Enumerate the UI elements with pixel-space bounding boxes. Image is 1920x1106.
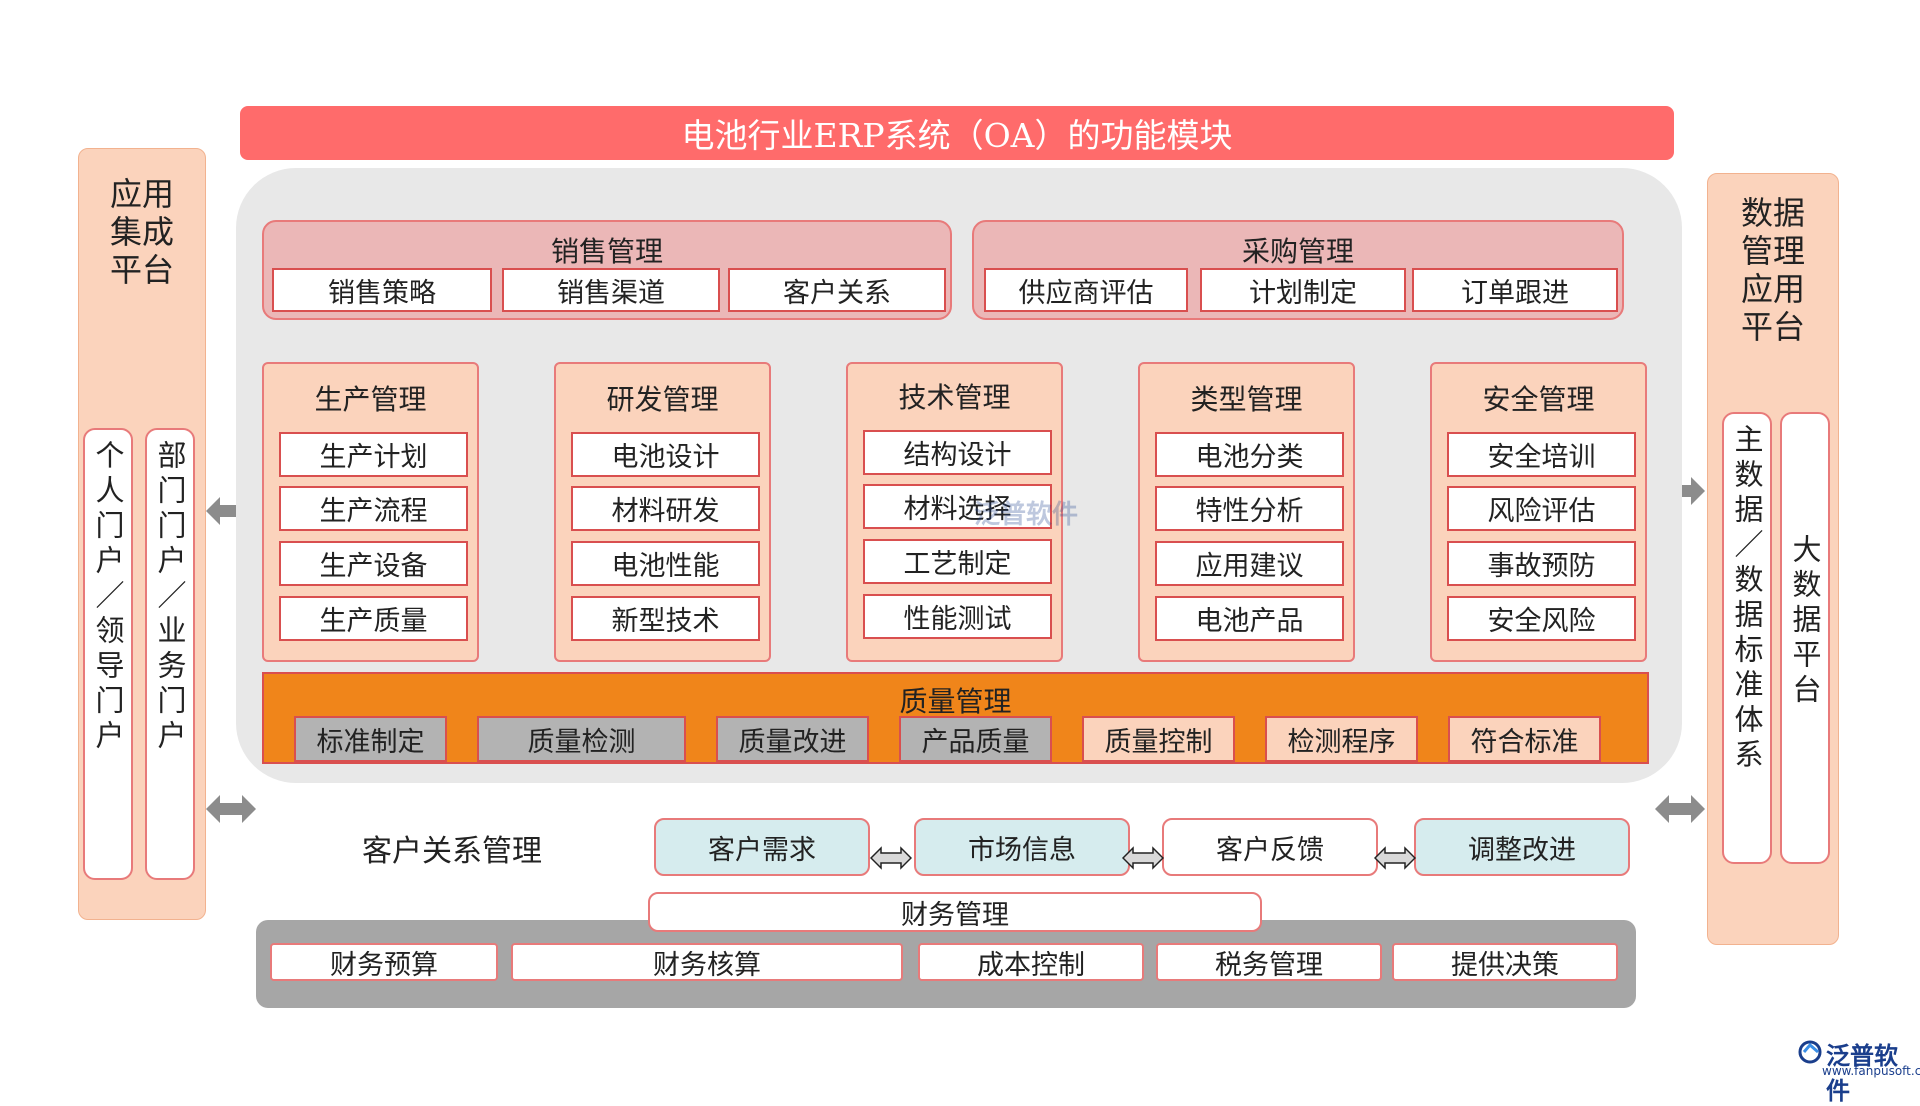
double-arrow-icon [1122, 846, 1164, 870]
sales-item[interactable]: 销售策略 [272, 268, 492, 312]
module-item[interactable]: 安全培训 [1447, 432, 1636, 477]
module-item[interactable]: 材料选择 [863, 484, 1052, 529]
module-item[interactable]: 材料研发 [571, 486, 760, 531]
fanpu-logo-icon [1798, 1040, 1822, 1064]
double-arrow-icon [1374, 846, 1416, 870]
department-portal-box[interactable]: 部门门户／业务门户 [145, 428, 195, 880]
module-item[interactable]: 风险评估 [1447, 486, 1636, 531]
module-item[interactable]: 电池设计 [571, 432, 760, 477]
module-item[interactable]: 电池产品 [1155, 596, 1344, 641]
platform-label: 大数据平台 [1788, 534, 1822, 709]
panel-title-line: 平台 [1740, 308, 1805, 346]
double-arrow-icon [870, 846, 912, 870]
module-title: 类型管理 [1190, 383, 1303, 416]
finance-item[interactable]: 成本控制 [918, 943, 1144, 981]
page-title: 电池行业ERP系统（OA）的功能模块 [240, 106, 1674, 160]
module-item[interactable]: 新型技术 [571, 596, 760, 641]
crm-item[interactable]: 调整改进 [1414, 818, 1630, 876]
center-watermark: 泛普软件 [974, 500, 1079, 530]
quality-item[interactable]: 质量检测 [477, 716, 686, 762]
panel-title-line: 管理 [1740, 232, 1805, 270]
crm-item[interactable]: 客户需求 [654, 818, 870, 876]
double-arrow-icon [206, 795, 256, 823]
crm-item[interactable]: 客户反馈 [1162, 818, 1378, 876]
purchase-item[interactable]: 订单跟进 [1412, 268, 1618, 312]
module-item[interactable]: 生产设备 [279, 541, 468, 586]
module-item[interactable]: 结构设计 [863, 430, 1052, 475]
finance-item[interactable]: 税务管理 [1156, 943, 1382, 981]
sales-item[interactable]: 客户关系 [728, 268, 946, 312]
quality-item[interactable]: 质量控制 [1082, 716, 1235, 762]
crm-item[interactable]: 市场信息 [914, 818, 1130, 876]
module-item[interactable]: 生产计划 [279, 432, 468, 477]
module-item[interactable]: 生产流程 [279, 486, 468, 531]
portal-label: 个人门户／领导门户 [91, 440, 125, 755]
module-item[interactable]: 应用建议 [1155, 541, 1344, 586]
finance-title: 财务管理 [648, 892, 1262, 932]
group-title: 采购管理 [1241, 235, 1354, 268]
quality-item[interactable]: 产品质量 [899, 716, 1052, 762]
module-title: 生产管理 [314, 383, 427, 416]
double-arrow-icon [1655, 795, 1705, 823]
panel-title-line: 应用 [109, 175, 174, 213]
module-item[interactable]: 电池性能 [571, 541, 760, 586]
sales-item[interactable]: 销售渠道 [502, 268, 720, 312]
group-title: 销售管理 [550, 235, 663, 268]
quality-item[interactable]: 检测程序 [1265, 716, 1418, 762]
finance-item[interactable]: 财务核算 [511, 943, 903, 981]
platform-label: 主数据／数据标准体系 [1730, 424, 1764, 774]
master-data-box[interactable]: 主数据／数据标准体系 [1722, 412, 1772, 864]
module-item[interactable]: 性能测试 [863, 594, 1052, 639]
panel-title-line: 应用 [1740, 270, 1805, 308]
quality-item[interactable]: 标准制定 [294, 716, 447, 762]
panel-title-line: 平台 [109, 251, 174, 289]
personal-portal-box[interactable]: 个人门户／领导门户 [83, 428, 133, 880]
module-item[interactable]: 电池分类 [1155, 432, 1344, 477]
quality-item[interactable]: 符合标准 [1448, 716, 1601, 762]
corner-watermark-url: www.fanpusoft.com [1822, 1064, 1920, 1078]
purchase-item[interactable]: 计划制定 [1200, 268, 1406, 312]
finance-item[interactable]: 财务预算 [270, 943, 498, 981]
module-item[interactable]: 工艺制定 [863, 539, 1052, 584]
big-data-box[interactable]: 大数据平台 [1780, 412, 1830, 864]
module-title: 技术管理 [898, 381, 1011, 414]
purchase-item[interactable]: 供应商评估 [984, 268, 1188, 312]
module-title: 安全管理 [1482, 383, 1595, 416]
group-title: 质量管理 [899, 685, 1012, 718]
portal-label: 部门门户／业务门户 [153, 440, 187, 755]
module-item[interactable]: 生产质量 [279, 596, 468, 641]
crm-title: 客户关系管理 [362, 834, 542, 869]
module-title: 研发管理 [606, 383, 719, 416]
quality-item[interactable]: 质量改进 [716, 716, 869, 762]
panel-title-line: 数据 [1740, 194, 1805, 232]
panel-title-line: 集成 [109, 213, 174, 251]
module-item[interactable]: 安全风险 [1447, 596, 1636, 641]
module-item[interactable]: 特性分析 [1155, 486, 1344, 531]
finance-item[interactable]: 提供决策 [1392, 943, 1618, 981]
module-item[interactable]: 事故预防 [1447, 541, 1636, 586]
